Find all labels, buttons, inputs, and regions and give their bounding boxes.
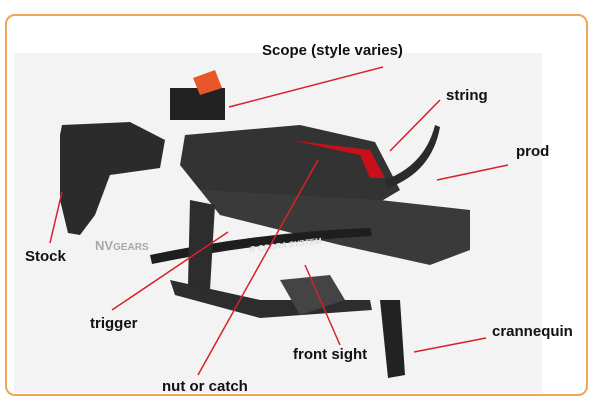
label-crannequin: crannequin [492, 323, 573, 340]
label-trigger: trigger [90, 315, 138, 332]
cocking-arm [280, 275, 345, 315]
label-scope: Scope (style varies) [262, 42, 403, 59]
stock-shape [60, 122, 165, 235]
rail-shape [200, 190, 470, 265]
scope-lens [193, 70, 222, 95]
watermark: NVGEARS [95, 238, 149, 253]
crannequin-shape [170, 280, 372, 318]
scope-mount [170, 88, 225, 120]
body-accent [290, 140, 385, 178]
leader-trigger [111, 231, 229, 311]
label-stock: Stock [25, 248, 66, 265]
label-front-sight: front sight [293, 346, 368, 363]
leader-prod [436, 164, 509, 181]
limb-back [385, 125, 440, 188]
label-string: string [446, 87, 488, 104]
label-prod: prod [516, 143, 550, 160]
leader-string [389, 99, 441, 152]
leader-front-sight [304, 264, 341, 346]
leader-stock [49, 191, 63, 244]
pistol-grip [188, 200, 215, 290]
leader-crannequin [413, 337, 487, 353]
label-nut-or-catch: nut or catch [162, 378, 248, 395]
leader-nut [197, 159, 319, 376]
limb-front [150, 228, 372, 264]
body-shape [180, 125, 400, 205]
crannequin-handle [380, 300, 405, 378]
leader-scope [228, 66, 384, 108]
leader-lines [49, 66, 509, 376]
